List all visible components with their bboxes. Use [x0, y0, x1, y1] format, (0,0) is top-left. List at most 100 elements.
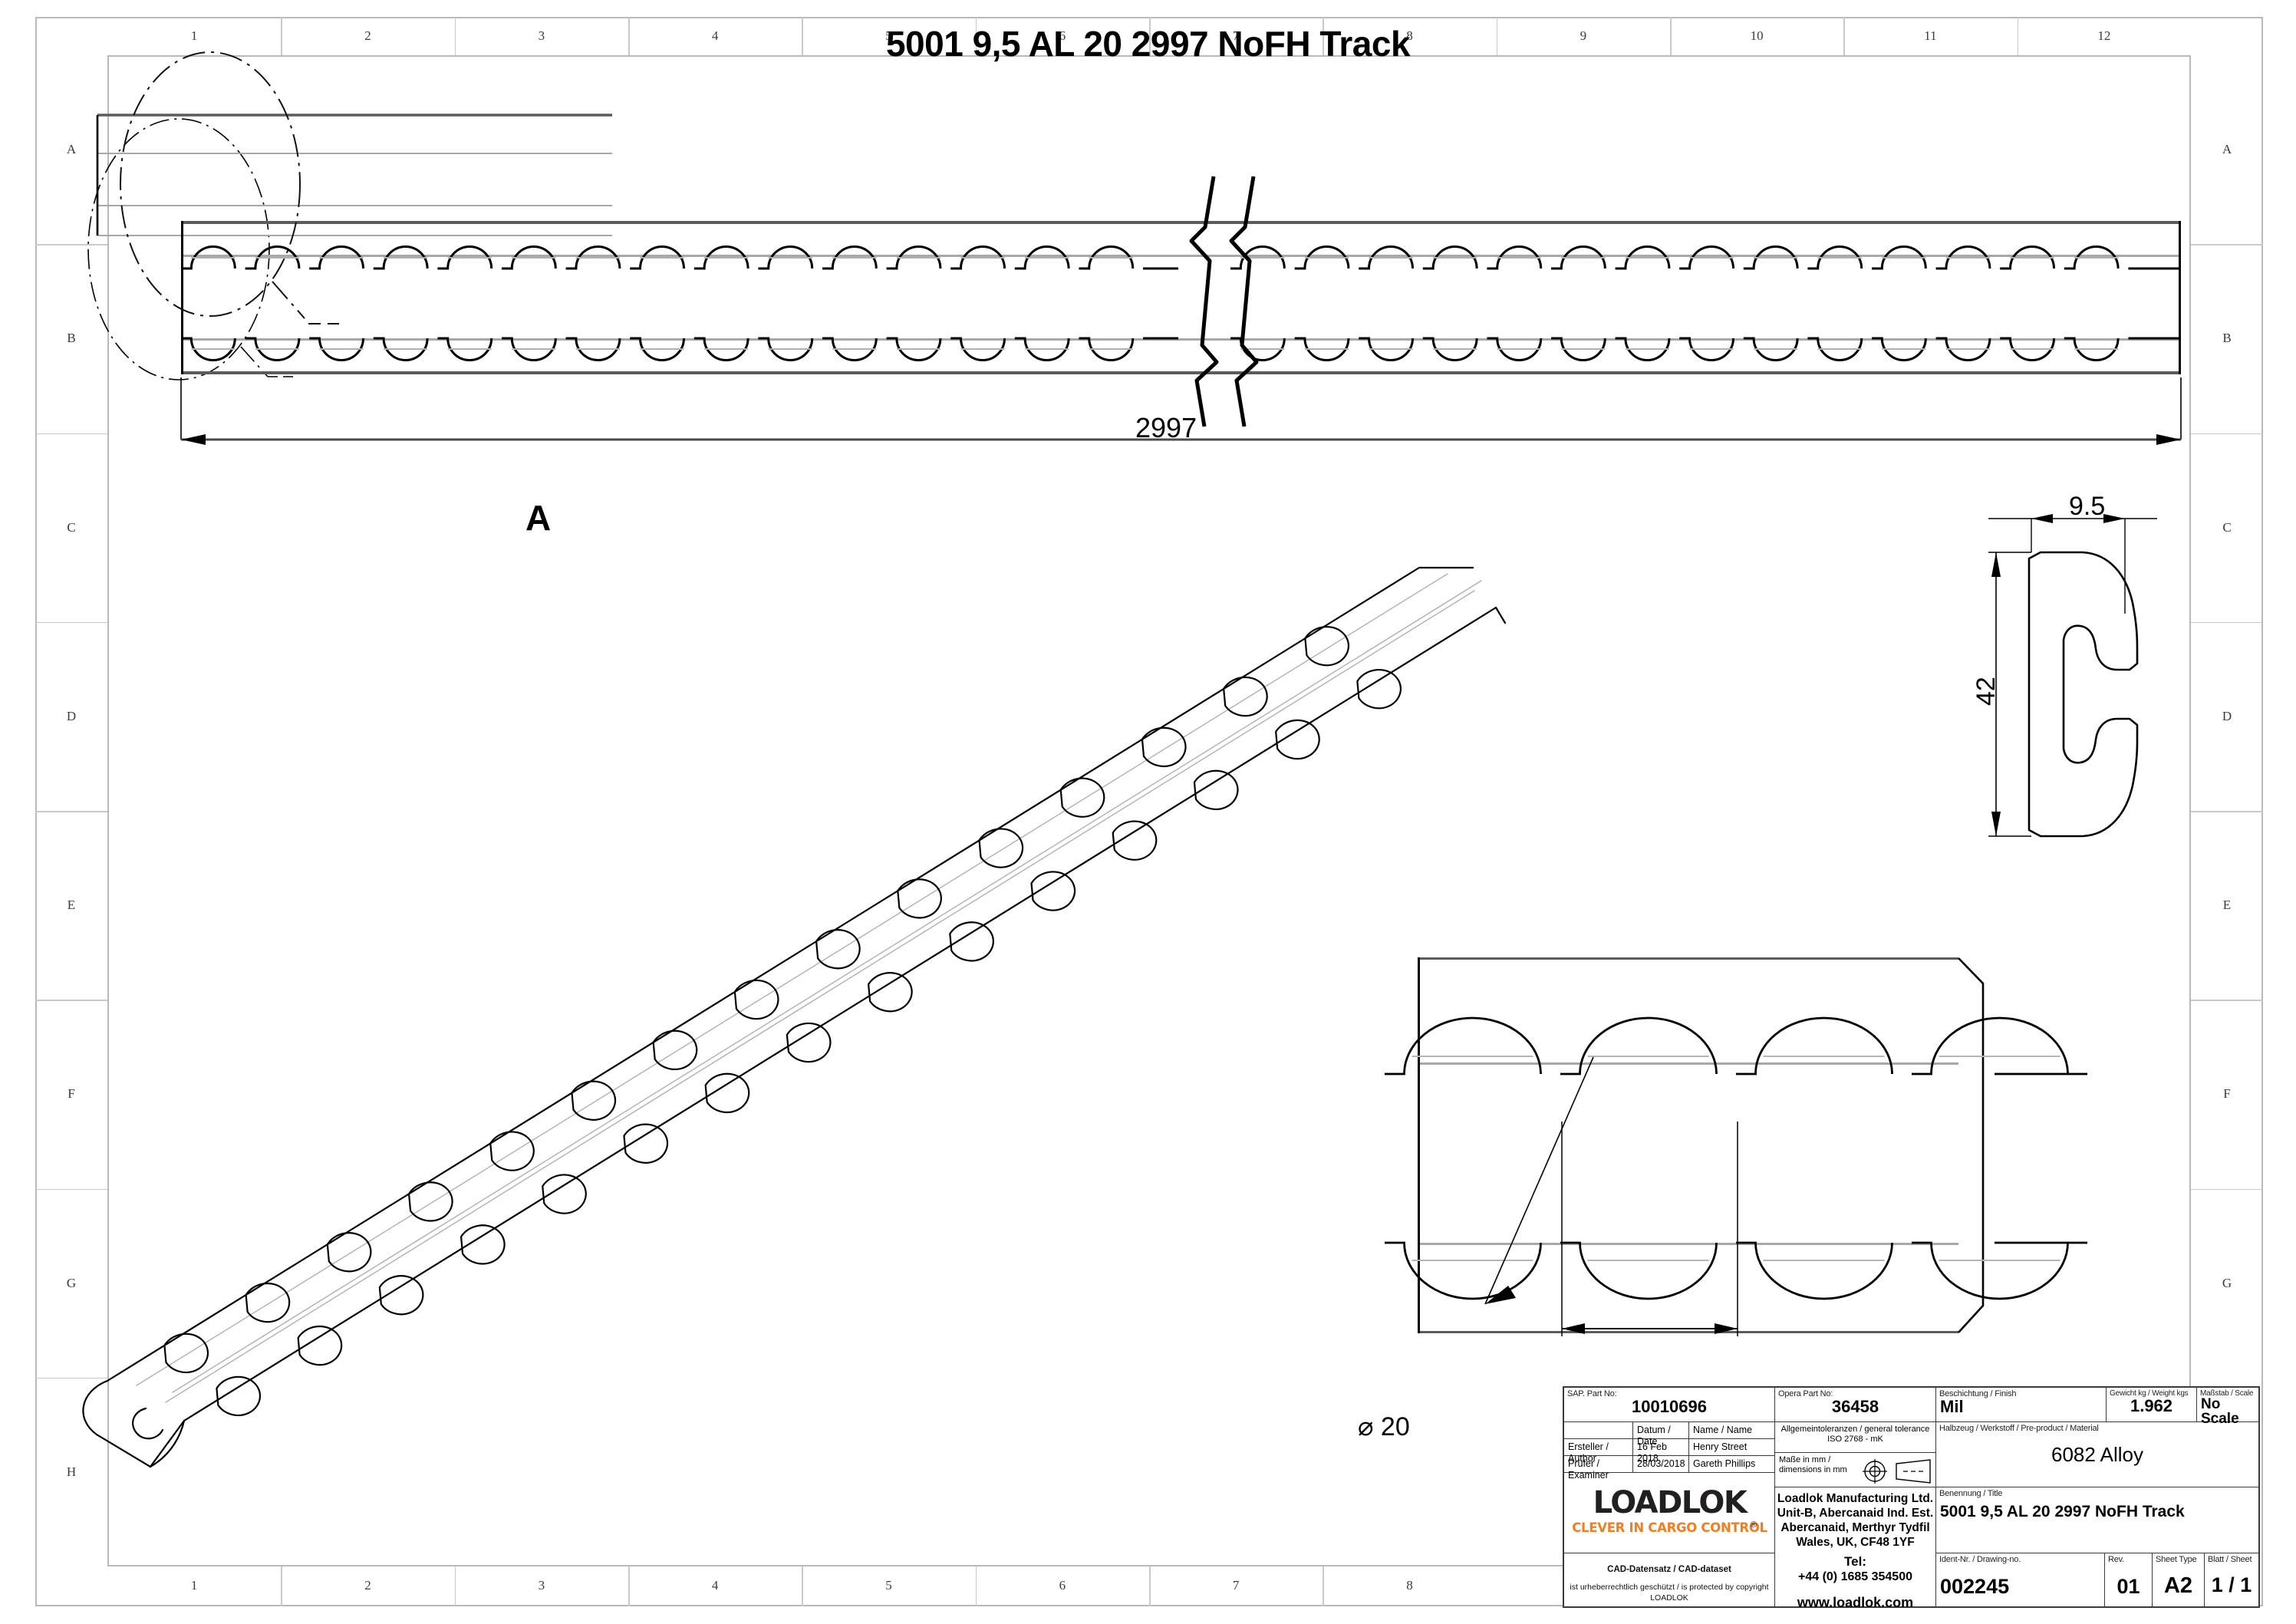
elevation-track	[0, 0, 2296, 491]
tb-scale-label: Maßstab / Scale	[2200, 1389, 2254, 1398]
tb-logo-cell: LOADLOK CLEVER IN CARGO CONTROL ®	[1564, 1473, 1775, 1553]
iso-scallop	[1112, 820, 1158, 861]
iso-scallop	[489, 1131, 535, 1171]
zone-col-top-5: 5	[885, 28, 892, 43]
zone-row-right-F: F	[2223, 1086, 2231, 1102]
tb-title-value: 5001 9,5 AL 20 2997 NoFH Track	[1940, 1502, 2185, 1520]
isometric-track-view	[82, 566, 1507, 1468]
zone-tick	[454, 1566, 456, 1606]
tb-scale: Maßstab / Scale No Scale	[2197, 1388, 2258, 1427]
tb-revision: Rev. 01	[2105, 1553, 2153, 1608]
zone-tick	[281, 1566, 282, 1606]
zone-col-top-12: 12	[2097, 28, 2111, 43]
tb-examiner-date: 28/03/2018	[1637, 1458, 1685, 1469]
iso-scallop	[1141, 726, 1187, 767]
zone-tick	[1149, 1566, 1151, 1606]
iso-scallop	[786, 1022, 832, 1063]
zone-tick	[35, 433, 107, 434]
tb-weight-label: Gewicht kg / Weight kgs	[2110, 1389, 2189, 1398]
scallop-outline	[181, 245, 1178, 270]
zone-tick	[35, 244, 107, 245]
zone-col-bottom-8: 8	[1406, 1578, 1413, 1593]
tb-title-cell: Benennung / Title 5001 9,5 AL 20 2997 No…	[1936, 1487, 2258, 1553]
zone-tick	[2191, 621, 2263, 624]
zone-tick	[1670, 17, 1672, 55]
tb-sheet-type: Sheet Type A2	[2153, 1553, 2205, 1608]
zone-col-top-8: 8	[1406, 28, 1413, 43]
tb-col-date-label: Datum / Date	[1637, 1425, 1671, 1447]
company-line-4: Wales, UK, CF48 1YF	[1796, 1535, 1915, 1549]
iso-scallop	[949, 921, 994, 962]
zone-tick	[454, 17, 456, 55]
zone-tick	[975, 17, 977, 55]
tb-sheet-no-value: 1 / 1	[2211, 1573, 2252, 1596]
tb-author-date-cell: 16 Feb 2018	[1633, 1439, 1689, 1464]
track-scallop-pattern	[181, 245, 2181, 361]
detail-view-a: ⌀ 20 25.4 A (2 : 1)	[1358, 951, 2087, 1493]
zone-tick	[2017, 17, 2019, 55]
tb-revision-label: Rev.	[2108, 1555, 2125, 1564]
zone-tick	[802, 17, 803, 55]
tb-col-name-header: Name / Name	[1689, 1422, 1775, 1439]
tb-units-line2: dimensions in mm	[1779, 1465, 1847, 1475]
zone-tick	[2191, 433, 2263, 434]
section-width-dimension: 9.5	[2069, 492, 2106, 521]
loadlok-logo: LOADLOK CLEVER IN CARGO CONTROL	[1564, 1485, 1775, 1535]
zone-col-top-9: 9	[1580, 28, 1587, 43]
logo-tagline: CLEVER IN CARGO CONTROL	[1572, 1520, 1767, 1535]
company-tel: +44 (0) 1685 354500	[1797, 1570, 1912, 1584]
iso-scallop	[1275, 719, 1320, 760]
tb-examiner-date-cell: 28/03/2018	[1633, 1456, 1689, 1473]
zone-row-left-F: F	[68, 1086, 75, 1102]
zone-row-left-H: H	[66, 1464, 77, 1479]
tb-sap-part-no: SAP. Part No: 10010696	[1564, 1388, 1775, 1422]
zone-tick	[2191, 244, 2263, 245]
hole-diameter-label: ⌀ 20	[1358, 1412, 1410, 1441]
scallop-outline	[181, 337, 1178, 361]
zone-row-right-B: B	[2222, 331, 2232, 346]
zone-tick	[975, 1566, 977, 1606]
zone-tick	[35, 811, 107, 812]
tb-units: Maße in mm / dimensions in mm	[1775, 1453, 1936, 1487]
zone-col-bottom-7: 7	[1232, 1578, 1240, 1593]
section-height-dimension: 42	[1972, 677, 2001, 706]
iso-scallop	[407, 1181, 453, 1222]
tb-examiner-label-cell: Prüfer / Examiner	[1564, 1456, 1633, 1481]
logo-registered-mark: ®	[1751, 1520, 1757, 1530]
zone-col-top-7: 7	[1232, 28, 1240, 43]
zone-tick	[35, 1377, 107, 1379]
tb-cad-cell: CAD-Datensatz / CAD-dataset ist urheberr…	[1564, 1553, 1775, 1608]
break-line-symbol	[1189, 176, 1259, 427]
tb-sheet-no-label: Blatt / Sheet	[2208, 1555, 2252, 1564]
zone-tick	[802, 1566, 803, 1606]
tb-sap-part-no-label: SAP. Part No:	[1567, 1389, 1617, 1398]
tb-col-date-header: Datum / Date	[1633, 1422, 1689, 1447]
zone-row-right-D: D	[2222, 708, 2232, 723]
tb-blank-corner	[1564, 1422, 1633, 1439]
tb-drawing-no-label: Ident-Nr. / Drawing-no.	[1939, 1555, 2021, 1564]
iso-scallop	[897, 878, 942, 919]
length-dimension-value: 2997	[1135, 412, 1197, 443]
tb-examiner-name-cell: Gareth Phillips	[1689, 1456, 1775, 1473]
cad-line-3: LOADLOK	[1650, 1593, 1688, 1603]
tb-weight: Gewicht kg / Weight kgs 1.962	[2107, 1388, 2197, 1422]
tb-author-label-cell: Ersteller / Author	[1564, 1439, 1633, 1464]
title-block: SAP. Part No: 10010696 Opera Part No: 36…	[1563, 1386, 2260, 1610]
detail-circle-overlay	[120, 51, 339, 324]
tb-opera-part-no: Opera Part No: 36458	[1775, 1388, 1936, 1422]
length-dimension	[180, 377, 2182, 445]
tb-author-date: 16 Feb 2018	[1637, 1441, 1667, 1464]
zone-row-left-B: B	[67, 331, 76, 346]
tb-finish-label: Beschichtung / Finish	[1939, 1389, 2017, 1398]
cad-line-2: ist urheberrechtlich geschützt / is prot…	[1570, 1583, 1769, 1593]
zone-tick	[628, 1566, 630, 1606]
iso-scallop	[1030, 871, 1076, 911]
zone-col-top-11: 11	[1924, 28, 1937, 43]
zone-col-top-6: 6	[1059, 28, 1066, 43]
zone-col-bottom-5: 5	[885, 1578, 892, 1593]
tb-revision-value: 01	[2116, 1574, 2140, 1598]
zone-col-bottom-4: 4	[711, 1578, 719, 1593]
tb-drawing-no: Ident-Nr. / Drawing-no. 002245	[1936, 1553, 2105, 1608]
zone-col-top-4: 4	[711, 28, 719, 43]
zone-tick	[2191, 811, 2263, 812]
